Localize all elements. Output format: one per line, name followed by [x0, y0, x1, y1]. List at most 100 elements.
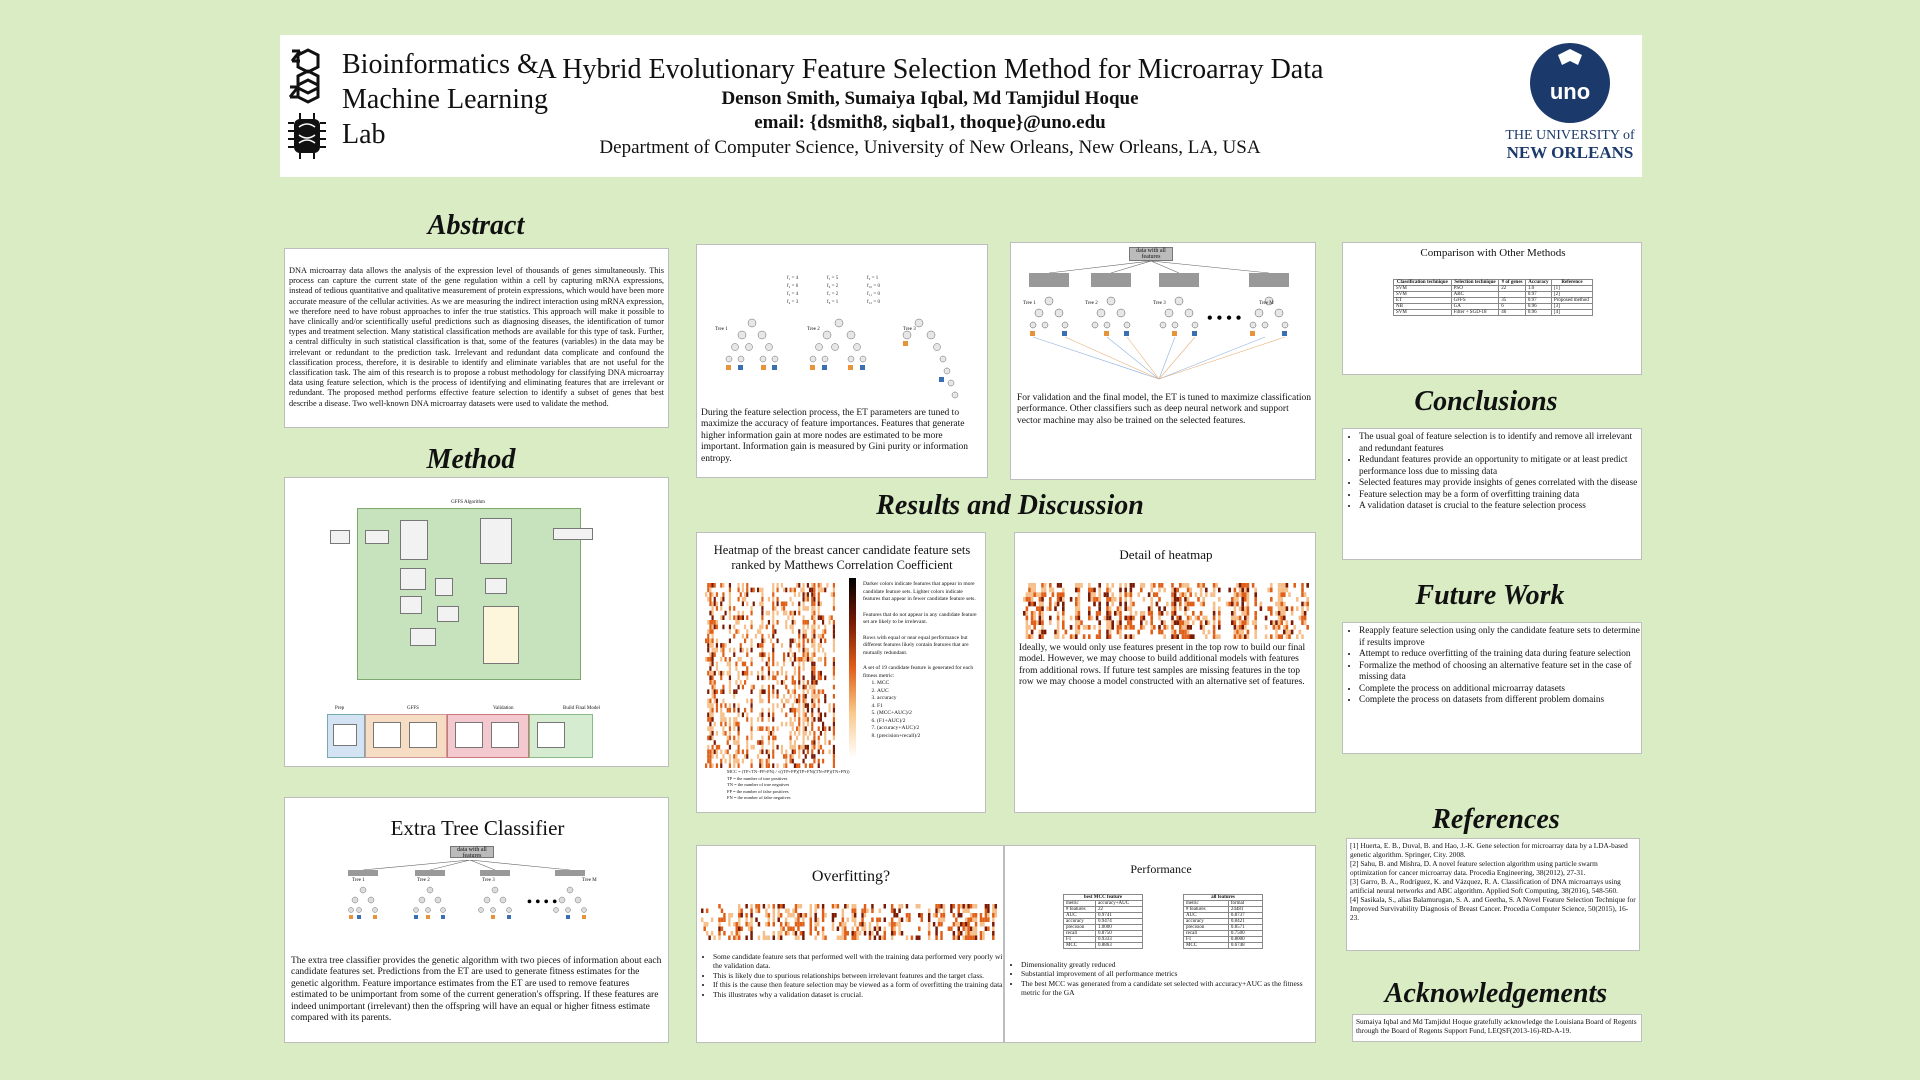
heatmap-cell — [1064, 629, 1068, 635]
heatmap-cell — [794, 917, 798, 922]
heatmap-cell — [1088, 615, 1091, 621]
heatmap-cell — [813, 652, 816, 657]
heatmap-cell — [765, 913, 768, 918]
heatmap-cell — [772, 633, 775, 639]
heatmap-cell — [806, 606, 809, 611]
heatmap-cell — [1189, 615, 1192, 621]
heatmap-cell — [757, 740, 760, 745]
heatmap-cell — [787, 652, 790, 657]
heatmap-cell — [752, 601, 755, 607]
heatmap-cell — [707, 587, 710, 593]
heatmap-cell — [785, 712, 788, 718]
heatmap-cell — [1041, 634, 1044, 639]
heatmap-cell — [824, 726, 827, 731]
heatmap-cell — [720, 583, 723, 588]
heatmap-cell — [832, 707, 835, 713]
heatmap-cell — [750, 707, 753, 713]
heatmap-cell — [802, 698, 805, 704]
heatmap-cell — [972, 935, 975, 940]
svg-text:f₆ = 2: f₆ = 2 — [827, 284, 839, 289]
heatmap-cell — [832, 694, 835, 699]
heatmap-cell — [1150, 583, 1153, 588]
reference-item: [1] Huerta, E. B., Duval, B. and Hao, J.… — [1350, 841, 1628, 859]
heatmap-cell — [815, 694, 818, 699]
heatmap-cell — [765, 922, 768, 927]
heatmap-cell — [1106, 606, 1109, 611]
heatmap-cell — [772, 917, 775, 922]
heatmap-cell — [707, 744, 710, 750]
heatmap-cell — [793, 744, 796, 750]
heatmap-cell — [705, 592, 708, 597]
heatmap-cell — [1163, 634, 1166, 639]
heatmap-cell — [770, 638, 773, 644]
heatmap-cell — [1106, 597, 1109, 602]
heatmap-cell — [793, 712, 796, 718]
heatmap-cell — [720, 926, 724, 931]
heatmap-cell — [793, 694, 796, 699]
heatmap-cell — [767, 652, 770, 657]
heatmap-cell — [705, 763, 708, 768]
tree-label: Tree 2 — [807, 327, 820, 332]
heatmap-cell — [785, 754, 788, 759]
heatmap-cell — [967, 908, 970, 913]
heatmap-cell — [962, 908, 965, 913]
heatmap-cell — [746, 698, 749, 704]
heatmap-cell — [761, 643, 764, 648]
heatmap-cell — [1158, 587, 1161, 593]
heatmap-cell — [793, 684, 796, 690]
heatmap-cell — [811, 587, 814, 593]
heatmap-cell — [824, 731, 827, 736]
heatmap-cell — [744, 754, 747, 759]
heatmap-cell — [1184, 625, 1187, 630]
heatmap-cell — [940, 913, 943, 918]
flow-box — [483, 606, 519, 664]
metric-item: MCC — [877, 680, 981, 688]
heatmap-cell — [1184, 592, 1187, 597]
heatmap-cell — [794, 935, 798, 940]
heatmap-cell — [728, 758, 731, 764]
heatmap-cell — [802, 726, 805, 731]
heatmap-cell — [964, 917, 968, 922]
heatmap-cell — [974, 931, 978, 936]
heatmap-cell — [711, 675, 714, 681]
heatmap-cell — [1189, 587, 1192, 593]
heatmap-cell — [822, 689, 825, 694]
heatmap-cell — [761, 670, 764, 676]
heatmap-cell — [804, 754, 807, 759]
heatmap-cell — [802, 657, 805, 662]
heatmap-cell — [711, 754, 714, 759]
heatmap-cell — [950, 904, 953, 909]
heatmap-cell — [828, 749, 831, 755]
heatmap-cell — [816, 922, 820, 927]
comparison-title: Comparison with Other Methods — [1420, 247, 1566, 259]
heatmap-cell — [741, 610, 744, 616]
lab-name-line: Machine Learning — [342, 84, 549, 115]
heatmap-cell — [1132, 625, 1135, 630]
heatmap-cell — [746, 592, 749, 597]
heatmap-cell — [711, 726, 714, 731]
heatmap-cell — [1119, 611, 1122, 616]
heatmap-cell — [767, 763, 770, 768]
heatmap-cell — [1038, 606, 1042, 611]
heatmap-cell — [707, 596, 710, 602]
heatmap-cell — [1106, 634, 1109, 639]
university-name-line1: THE UNIVERSITY of — [1505, 128, 1635, 143]
heatmap-cell — [728, 721, 731, 727]
heatmap-cell — [789, 643, 792, 648]
heatmap-cell — [776, 744, 779, 750]
heatmap-cell — [728, 935, 731, 940]
heatmap-cell — [1277, 625, 1281, 630]
heatmap-cell — [739, 643, 742, 648]
heatmap-cell — [784, 908, 788, 913]
heatmap-cell — [767, 904, 771, 909]
fs-trees-figure: f₁ = 4f₂ = 6f₃ = 4f₄ = 3 f₅ = 5f₆ = 2f₇ … — [725, 276, 959, 399]
heatmap-cell — [804, 592, 807, 597]
heatmap-cell — [1147, 606, 1151, 611]
heatmap-cell — [765, 763, 768, 768]
heatmap-cell — [737, 735, 740, 741]
heatmap-cell — [711, 661, 714, 667]
heatmap-cell — [1275, 601, 1278, 607]
heatmap-cell — [744, 592, 747, 597]
heatmap-cell — [715, 698, 718, 704]
heatmap-cell — [1129, 611, 1133, 616]
